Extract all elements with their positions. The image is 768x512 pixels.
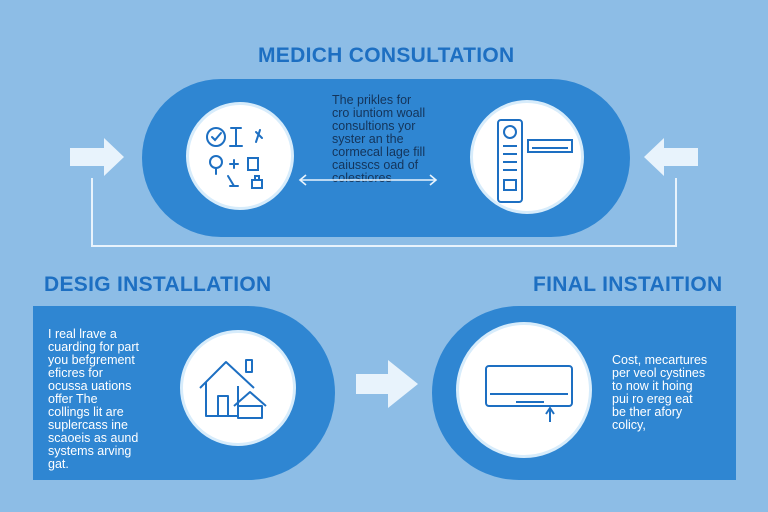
right-title: FINAL INSTAITION [533, 273, 723, 296]
top-title: MEDICH CONSULTATION [258, 44, 515, 67]
ac-icon-circle [456, 322, 592, 458]
air-conditioner-icon [485, 365, 573, 422]
remote-and-ac-icon [497, 119, 573, 203]
tools-icon-circle [186, 102, 294, 210]
house-icon [199, 359, 267, 419]
left-description: I real lrave a cuarding for part you bef… [48, 327, 140, 471]
top-description: The prikles for cro iuntiom woall consul… [332, 93, 426, 185]
right-description: Cost, mecartures per veol cystines to no… [612, 353, 708, 432]
remote-icon-circle [470, 100, 584, 214]
left-title: DESIG INSTALLATION [44, 273, 272, 296]
tools-icon-group [206, 127, 263, 189]
house-icon-circle [180, 330, 296, 446]
